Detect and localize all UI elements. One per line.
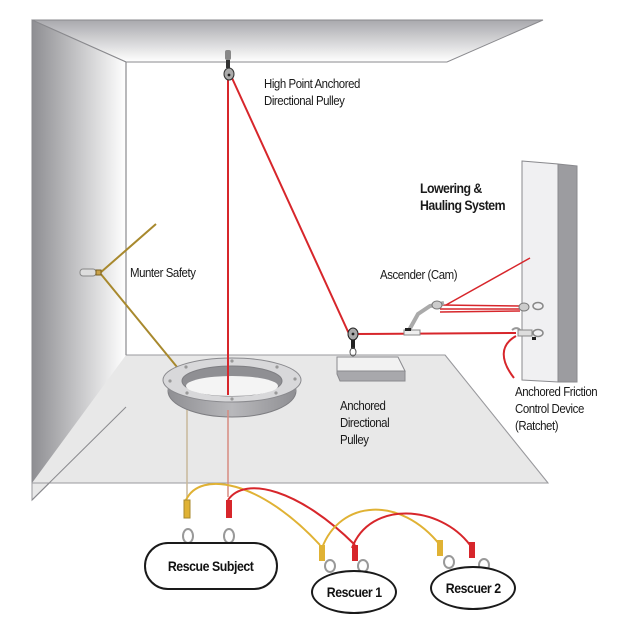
- label-high-point-pulley-2: Directional Pulley: [264, 93, 345, 108]
- label-friction-1: Anchored Friction: [515, 384, 598, 399]
- label-system-title-1: Lowering &: [420, 180, 482, 196]
- main-line-to-ratchet: [353, 332, 517, 335]
- label-friction-2: Control Device: [515, 401, 584, 416]
- tether-rescuer1-to-rescuer2-yellow: [321, 508, 441, 549]
- node-rescue-subject: Rescue Subject: [144, 542, 278, 590]
- label-anchored-pulley-1: Anchored: [340, 398, 386, 413]
- high-point-pulley-icon: [223, 50, 235, 81]
- anchor-wall-front: [521, 160, 559, 383]
- tether-subject-to-rescuer1-yellow: [185, 482, 321, 546]
- label-anchored-pulley-2: Directional: [340, 415, 390, 430]
- label-ascender: Ascender (Cam): [380, 267, 458, 282]
- haul-line-3: [439, 310, 521, 313]
- node-rescuer-1-label: Rescuer 1: [326, 584, 382, 600]
- label-high-point-pulley-1: High Point Anchored: [264, 76, 360, 91]
- hatch-ring-icon: [162, 357, 302, 418]
- node-rescuer-2-label: Rescuer 2: [445, 580, 501, 596]
- anchor-block: [336, 356, 406, 372]
- anchor-wall-side: [557, 163, 578, 383]
- anchor-pulley-upper-icon: [518, 301, 544, 312]
- munter-anchor-icon: [79, 268, 102, 277]
- label-system-title-2: Hauling System: [420, 197, 506, 213]
- node-rescuer-2: Rescuer 2: [430, 566, 516, 610]
- ratchet-tail: [502, 335, 517, 379]
- node-rescuer-1: Rescuer 1: [311, 570, 397, 614]
- label-anchored-pulley-3: Pulley: [340, 432, 369, 447]
- node-rescue-subject-label: Rescue Subject: [168, 558, 254, 574]
- main-line-diagonal: [231, 77, 351, 337]
- label-munter-safety: Munter Safety: [130, 265, 196, 280]
- label-friction-3: (Ratchet): [515, 418, 559, 433]
- ratchet-device-icon: [511, 327, 544, 340]
- anchored-pulley-icon: [347, 327, 359, 357]
- haul-line-1: [439, 304, 521, 307]
- ascender-cam-icon: [403, 300, 445, 336]
- tether-rescuer1-to-rescuer2-red: [351, 512, 471, 549]
- haul-line-free: [445, 257, 531, 306]
- tether-subject-to-rescuer1-red: [227, 487, 356, 546]
- floor-top: [32, 355, 548, 483]
